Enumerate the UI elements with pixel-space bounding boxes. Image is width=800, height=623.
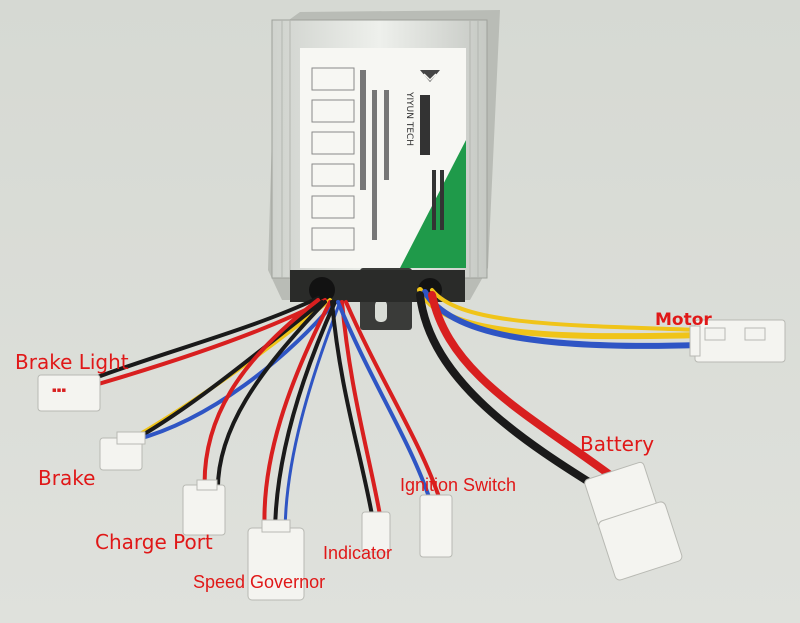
label-indicator: Indicator [323,543,393,563]
label-brake: Brake [38,466,96,490]
wire-ignition-red [344,300,442,502]
wire-governor-blue [283,300,342,537]
wire-charge-red [202,298,320,497]
sticker-logo-icon [420,70,440,82]
connectors: ▪▪▪ [37,319,786,601]
label-battery: Battery [580,432,655,456]
wire-charge-black [215,300,327,497]
wire-brake-black [123,300,324,447]
wire-brake-blue [133,300,337,442]
brake-connector [99,431,146,471]
indicator-connector [361,511,391,553]
wire-governor-black [273,300,337,537]
ignition-switch-connector [419,494,453,558]
wire-battery-black [416,291,614,499]
label-motor: Motor [655,310,712,330]
sticker-brand: YIYUN TECH [404,91,414,146]
wire-ignition-blue [336,300,432,502]
label-ignition-switch: Ignition Switch [400,475,517,495]
label-brake-light: Brake Light [15,350,129,374]
wire-governor-red [262,300,332,537]
wire-brake-light-black [93,296,320,380]
wire-battery-red [428,291,634,494]
svg-text:▪▪▪: ▪▪▪ [52,386,66,394]
wire-indicator-red [340,300,382,517]
controller-sticker: YIYUN TECH [300,48,466,268]
label-speed-governor: Speed Governor [193,572,326,592]
wire-indicator-black [330,300,374,517]
brake-light-connector: ▪▪▪ [37,374,101,412]
label-charge-port: Charge Port [95,530,213,554]
battery-connector [584,461,683,581]
charge-port-connector [182,479,226,536]
wire-motor-yellow-2 [430,288,702,332]
motor-connector [689,319,786,363]
wiring-harness [93,287,703,537]
motor-controller: YIYUN TECH [268,10,500,330]
speed-governor-connector [247,519,305,601]
